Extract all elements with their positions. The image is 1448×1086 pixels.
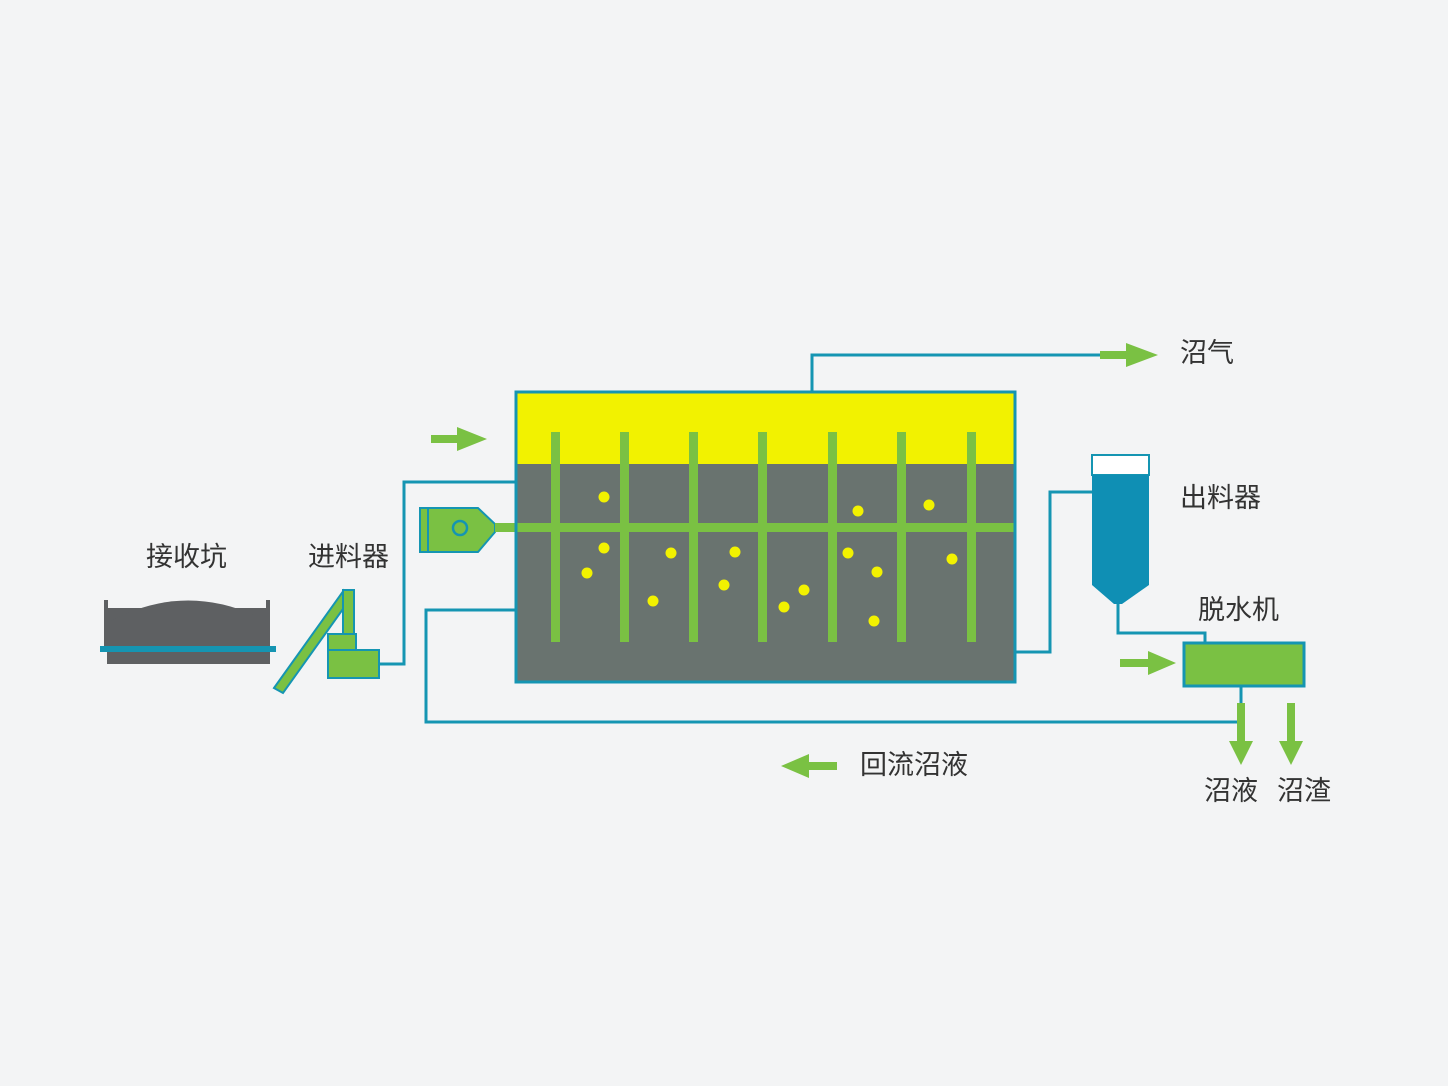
left-arrow-icon <box>781 754 837 778</box>
biogas-label: 沼气 <box>1180 338 1234 369</box>
stirrer-blades <box>551 432 976 642</box>
dewater-feed-pipe <box>1116 600 1207 645</box>
receiving-pit <box>100 600 276 664</box>
stirrer-motor <box>419 507 509 553</box>
discharge-pipe <box>1016 490 1092 654</box>
feeder-label: 进料器 <box>308 542 389 573</box>
stirrer-shaft <box>505 523 1015 532</box>
dewatering-machine <box>1182 641 1306 688</box>
feed-pipe <box>379 480 516 666</box>
biogas-slurry-label: 沼液 <box>1204 776 1258 807</box>
right-arrow-icon <box>431 427 487 451</box>
return-liquid-label: 回流沼液 <box>860 750 968 781</box>
biogas-pipe <box>810 353 1105 392</box>
down-arrow-icon <box>1229 703 1253 765</box>
right-arrow-icon <box>1100 343 1158 367</box>
feeder-machine <box>272 588 380 695</box>
discharger-label: 出料器 <box>1180 483 1261 514</box>
receiving-pit-label: 接收坑 <box>146 542 227 573</box>
down-arrow-icon <box>1279 703 1303 765</box>
particles <box>581 491 958 627</box>
right-arrow-icon <box>1120 651 1176 675</box>
dewatering-machine-label: 脱水机 <box>1198 595 1279 626</box>
discharger <box>1091 454 1150 604</box>
digester-tank <box>505 390 1017 684</box>
biogas-residue-label: 沼渣 <box>1277 776 1331 807</box>
